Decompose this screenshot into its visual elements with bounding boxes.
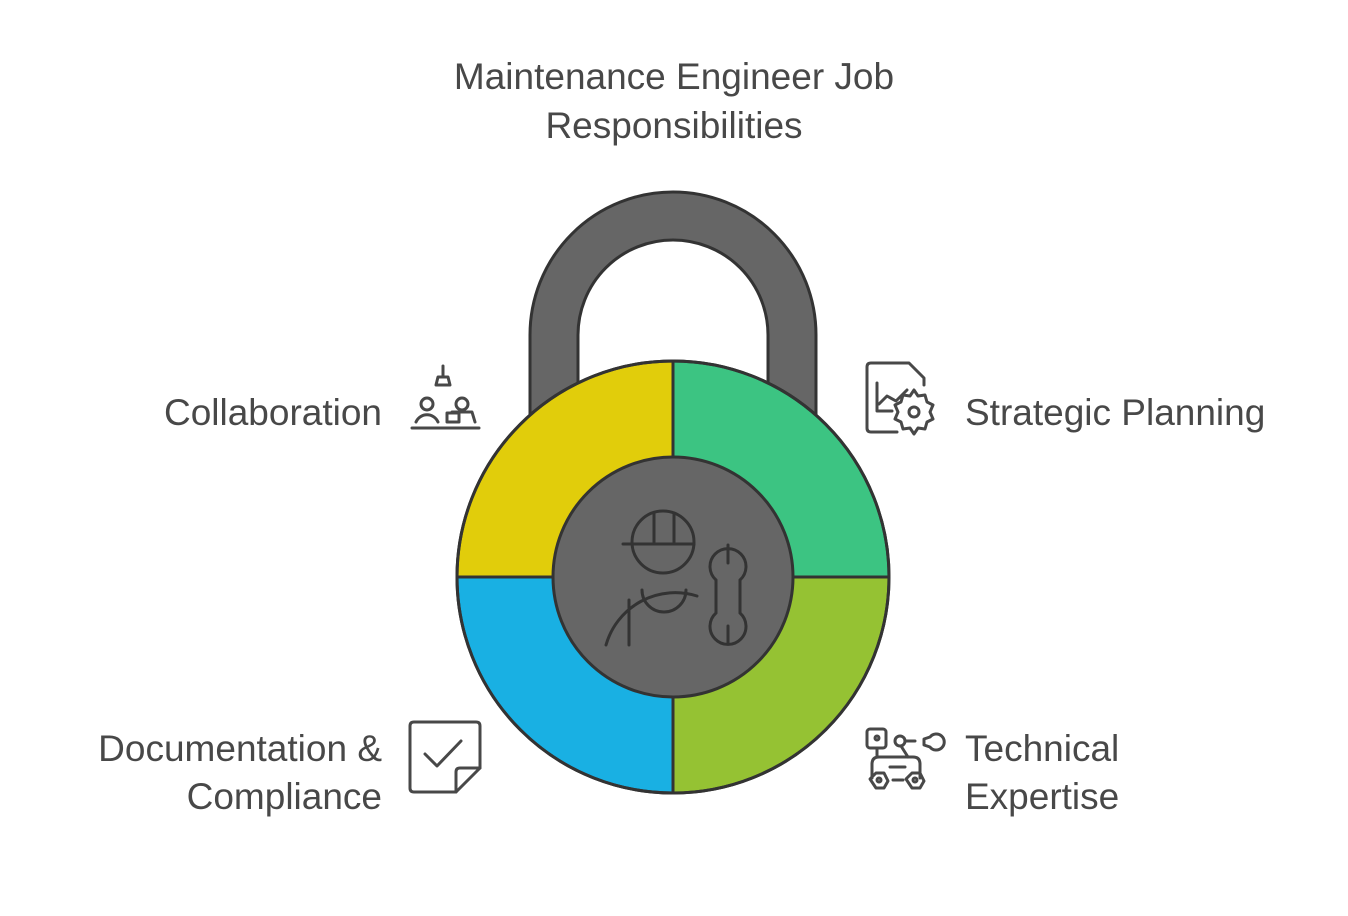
label-technical-expertise-line2: Expertise [965, 776, 1120, 817]
padlock-shackle [528, 190, 818, 442]
label-documentation-line2: Compliance [186, 776, 382, 817]
label-strategic-planning-text: Strategic Planning [965, 392, 1266, 433]
title-line-2: Responsibilities [545, 105, 803, 146]
robot-rover-arm-icon [865, 727, 946, 790]
label-documentation-compliance: Documentation & Compliance [40, 725, 382, 821]
maintenance-worker-icon [604, 509, 748, 647]
team-collaboration-icon [410, 364, 481, 430]
label-strategic-planning: Strategic Planning [965, 389, 1325, 437]
label-collaboration-text: Collaboration [163, 392, 382, 433]
center-circle [551, 455, 795, 699]
shackle-shape [528, 190, 818, 442]
diagram-title: Maintenance Engineer Job Responsibilitie… [374, 52, 974, 150]
title-line-1: Maintenance Engineer Job [453, 56, 895, 97]
label-collaboration: Collaboration [80, 389, 382, 437]
center-hub [551, 455, 795, 699]
outer-ring [455, 359, 891, 795]
document-chart-gear-icon [865, 361, 935, 436]
label-technical-expertise: Technical Expertise [965, 725, 1265, 821]
checkmark-note-icon [408, 720, 482, 794]
label-documentation-line1: Documentation & [98, 728, 382, 769]
label-technical-expertise-line1: Technical [965, 728, 1120, 769]
